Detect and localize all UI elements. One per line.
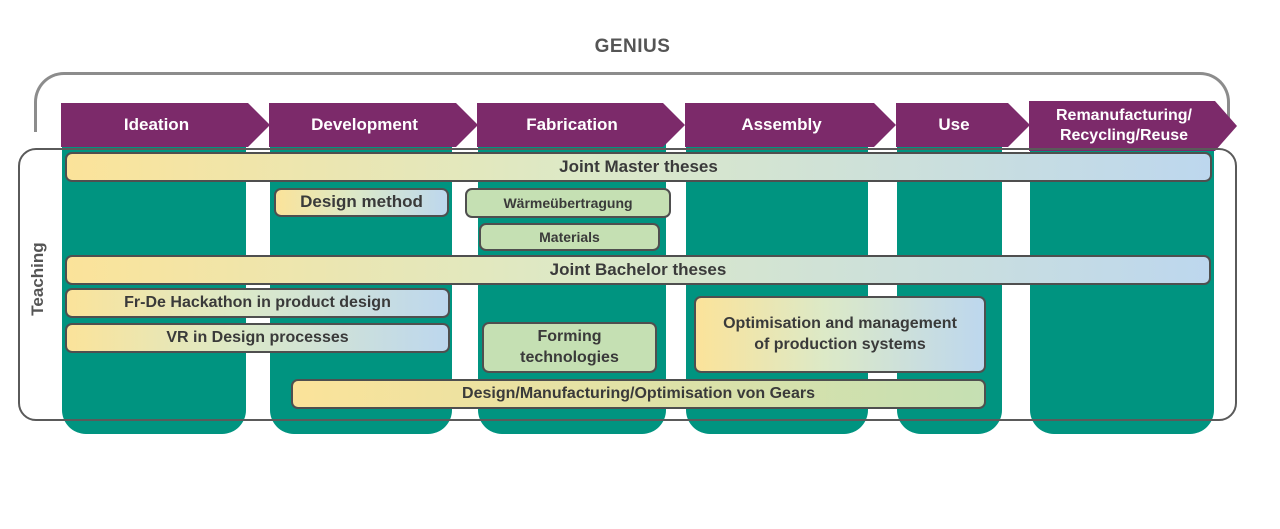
vr-design-processes: VR in Design processes bbox=[65, 323, 450, 353]
genius-brace bbox=[34, 72, 1230, 132]
stage-use: Use bbox=[896, 103, 1030, 147]
column-ideation bbox=[62, 140, 246, 434]
waermeuebertragung: Wärmeübertragung bbox=[465, 188, 671, 218]
teaching-label: Teaching bbox=[28, 242, 47, 316]
stage-label: Remanufacturing/ Recycling/Reuse bbox=[1055, 107, 1192, 144]
stage-development: Development bbox=[269, 103, 478, 147]
stage-label: Use bbox=[938, 115, 970, 135]
diagram-title: GENIUS bbox=[594, 36, 671, 57]
materials: Materials bbox=[479, 223, 660, 251]
stage-assembly: Assembly bbox=[685, 103, 896, 147]
hackathon-product-design: Fr-De Hackathon in product design bbox=[65, 288, 450, 318]
joint-master-theses: Joint Master theses bbox=[65, 152, 1212, 182]
stage-label: Assembly bbox=[741, 115, 822, 135]
forming-technologies: Forming technologies bbox=[482, 322, 657, 373]
stage-label: Development bbox=[311, 115, 418, 135]
column-remanufacturing bbox=[1030, 140, 1214, 434]
optimisation-production-systems: Optimisation and management of productio… bbox=[694, 296, 986, 373]
stage-ideation: Ideation bbox=[61, 103, 270, 147]
stage-fabrication: Fabrication bbox=[477, 103, 685, 147]
teaching-frame bbox=[18, 148, 1237, 421]
design-method: Design method bbox=[274, 188, 449, 217]
gears-design-manufacturing: Design/Manufacturing/Optimisation von Ge… bbox=[291, 379, 986, 409]
joint-bachelor-theses: Joint Bachelor theses bbox=[65, 255, 1211, 285]
stage-label: Fabrication bbox=[526, 115, 618, 135]
stage-label: Ideation bbox=[123, 115, 190, 135]
stage-remanufacturing: Remanufacturing/ Recycling/Reuse bbox=[1029, 101, 1237, 151]
